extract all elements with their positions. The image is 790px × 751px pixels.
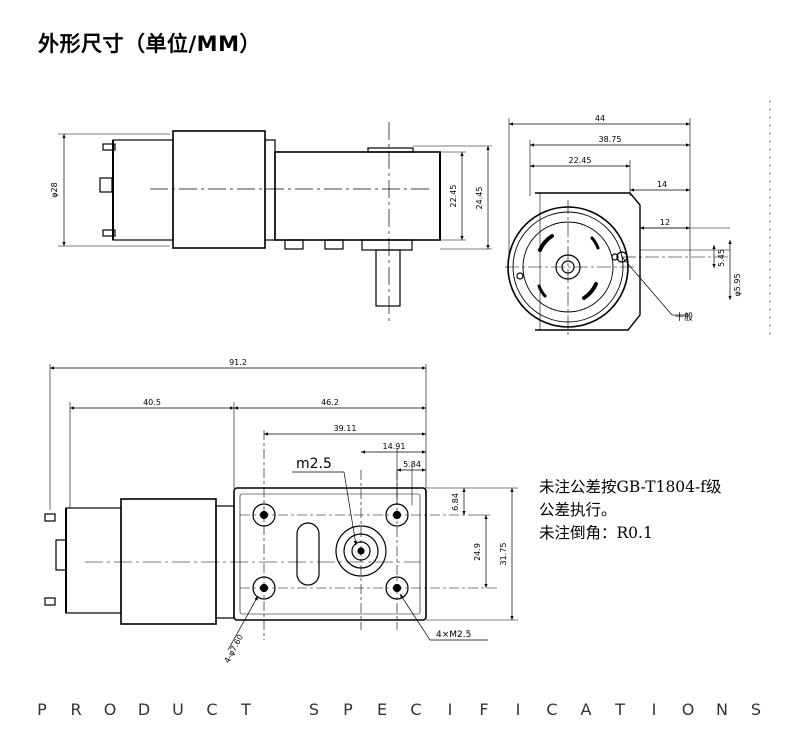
dim-38-75: 38.75 — [599, 135, 622, 144]
footer-letter: T — [615, 700, 625, 719]
dim-91-2: 91.2 — [229, 358, 247, 367]
footer-letter: O — [681, 700, 695, 719]
tolerance-notes: 未注公差按GB-T1804-f级 公差执行。 未注倒角：R0.1 — [539, 476, 722, 545]
dim-31-75: 31.75 — [499, 543, 508, 566]
footer-letter: O — [103, 700, 117, 719]
footer-letter: P — [37, 700, 47, 719]
dim-24-9: 24.9 — [473, 543, 482, 561]
end-view — [505, 100, 771, 340]
label-hole-diameter: 4-φ7.60 — [223, 633, 246, 665]
footer-letter: U — [172, 700, 184, 719]
dim-motor-diameter: φ28 — [50, 182, 59, 197]
footer-letter: C — [410, 700, 422, 719]
dim-12: 12 — [660, 218, 670, 227]
footer-letter: I — [515, 700, 521, 719]
dim-14-91: 14.91 — [383, 442, 406, 451]
dim-14: 14 — [657, 180, 667, 189]
footer-letter: C — [546, 700, 558, 719]
footer-letter: P — [343, 700, 353, 719]
footer-letter: C — [206, 700, 218, 719]
label-m2-5: m2.5 — [296, 456, 332, 472]
dim-gear-height: 22.45 — [449, 185, 458, 208]
footer-letter: F — [479, 700, 489, 719]
footer-letter: R — [70, 700, 82, 719]
top-view — [44, 364, 518, 651]
end-view-callout: 十般 — [675, 311, 693, 323]
side-view — [58, 122, 492, 325]
footer-letter: N — [716, 700, 728, 719]
footer-letter — [272, 700, 288, 719]
dim-39-11: 39.11 — [334, 424, 357, 433]
dim-total-height: 24.45 — [475, 187, 484, 210]
dim-22-45-end: 22.45 — [569, 156, 592, 165]
dim-5-84: 5.84 — [403, 460, 421, 469]
dim-5-45: 5.45 — [717, 249, 726, 267]
page-title: 外形尺寸（单位/MM） — [38, 32, 261, 56]
note-line-2: 公差执行。 — [539, 501, 617, 519]
dim-44: 44 — [595, 114, 605, 123]
dim-6-84: 6.84 — [451, 493, 460, 511]
footer-letter: E — [376, 700, 388, 719]
dim-40-5: 40.5 — [143, 398, 161, 407]
label-4xm2-5: 4×M2.5 — [436, 630, 471, 640]
note-line-1: 未注公差按GB-T1804-f级 — [539, 478, 722, 496]
footer-letter: I — [447, 700, 453, 719]
dim-46-2: 46.2 — [321, 398, 339, 407]
note-line-3: 未注倒角：R0.1 — [539, 524, 653, 542]
dim-shaft-diameter: φ5.95 — [733, 273, 742, 296]
footer-letter: I — [651, 700, 657, 719]
footer-letter: A — [580, 700, 592, 719]
footer-letter: D — [137, 700, 151, 719]
footer-letter: S — [308, 700, 320, 719]
footer-letter: T — [241, 700, 251, 719]
footer-letter: S — [750, 700, 762, 719]
